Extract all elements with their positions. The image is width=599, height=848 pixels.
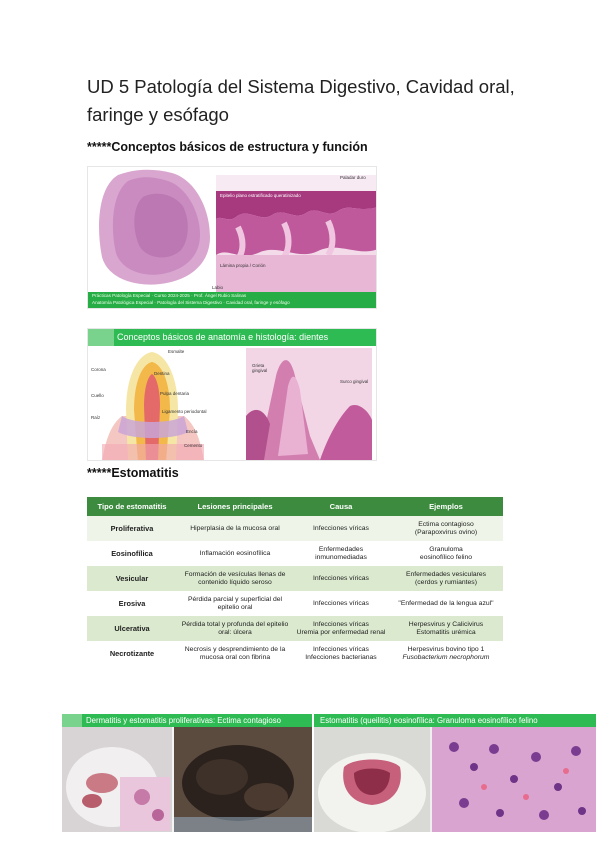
slide2-badge — [88, 329, 114, 346]
cell-lesion: Inflamación eosinofílica — [177, 541, 293, 566]
example-line: Herpesvirus bovino tipo 1 — [407, 645, 485, 653]
section-heading-structure: *****Conceptos básicos de estructura y f… — [87, 140, 368, 154]
eosinophilic-granuloma-slide: Estomatitis (queilitis) eosinofílica: Gr… — [314, 714, 596, 832]
example-line: Fusobacterium necrophorum — [402, 653, 490, 661]
table-row: Ulcerativa Pérdida total y profunda del … — [87, 616, 503, 641]
slide1-footer-line1: Prácticas Patología Especial · Curso 202… — [92, 293, 247, 298]
cause-line: Infecciones víricas — [313, 645, 369, 653]
histology-image — [88, 167, 376, 294]
cell-example: Enfermedades vesiculares(cerdos y rumian… — [389, 566, 503, 591]
example-line: Herpesvirus y Calicivirus — [408, 620, 484, 628]
histology-slide-oral-cavity: Paladar duro Epitelio plano estratificad… — [87, 166, 377, 309]
label-epithelium: Epitelio plano estratificado queratiniza… — [220, 193, 301, 198]
label-lamina-propria: Lámina propia / Corión — [220, 263, 266, 268]
label-pulp: Pulpa dentaria — [160, 391, 190, 396]
table-row: Necrotizante Necrosis y desprendimiento … — [87, 641, 503, 666]
cause-line: Infecciones víricas — [313, 620, 369, 628]
cell-cause: Infecciones víricas — [293, 516, 389, 541]
table-header-row: Tipo de estomatitis Lesiones principales… — [87, 497, 503, 516]
cause-line: Infecciones bacterianas — [305, 653, 377, 661]
example-line: eosinofílico felino — [419, 553, 473, 561]
orf-header: Dermatitis y estomatitis proliferativas:… — [62, 714, 312, 727]
example-line: Ectima contagioso — [418, 520, 474, 528]
cell-type: Necrotizante — [87, 641, 177, 666]
header-type: Tipo de estomatitis — [87, 497, 177, 516]
cell-type: Ulcerativa — [87, 616, 177, 641]
label-root: Raíz — [91, 415, 101, 420]
cell-lesion: Pérdida parcial y superficial del epitel… — [177, 591, 293, 616]
example-line: (cerdos y rumiantes) — [415, 578, 477, 586]
label-neck: Cuello — [91, 393, 104, 398]
example-line: (Parapoxvirus ovino) — [414, 528, 478, 536]
label-gingival-sulcus: Surco gingival — [340, 379, 369, 384]
cell-type: Erosiva — [87, 591, 177, 616]
title-line-1: UD 5 Patología del Sistema Digestivo, Ca… — [87, 76, 515, 97]
header-cause: Causa — [293, 497, 389, 516]
slide1-footer: Prácticas Patología Especial · Curso 202… — [88, 292, 376, 308]
cause-line: Uremia por enfermedad renal — [296, 628, 386, 636]
label-enamel: Esmalte — [168, 349, 185, 354]
label-cement: Cemento — [184, 443, 203, 448]
cell-lesion: Formación de vesículas llenas de conteni… — [177, 566, 293, 591]
example-line: Enfermedades vesiculares — [405, 570, 487, 578]
stomatitis-table: Tipo de estomatitis Lesiones principales… — [87, 497, 503, 666]
granuloma-photos — [314, 727, 596, 832]
header-examples: Ejemplos — [389, 497, 503, 516]
label-crown: Corona — [91, 367, 106, 372]
label-hard-palate: Paladar duro — [340, 175, 366, 180]
example-line: Estomatitis urémica — [416, 628, 476, 636]
cell-lesion: Necrosis y desprendimiento de la mucosa … — [177, 641, 293, 666]
cell-lesion: Pérdida total y profunda del epitelio or… — [177, 616, 293, 641]
label-ligament: Ligamento periodontal — [162, 409, 207, 414]
cell-example: Ectima contagioso(Parapoxvirus ovino) — [389, 516, 503, 541]
teeth-diagram — [88, 346, 376, 460]
section-heading-stomatitis: *****Estomatitis — [87, 466, 179, 480]
cell-cause: Infecciones víricas — [293, 591, 389, 616]
teeth-anatomy-slide: Conceptos básicos de anatomía e histolog… — [87, 328, 377, 461]
orf-slide: Dermatitis y estomatitis proliferativas:… — [62, 714, 312, 832]
label-gum: Encía — [186, 429, 198, 434]
orf-badge — [62, 714, 82, 727]
cell-cause: Enfermedades inmunomediadas — [293, 541, 389, 566]
label-gingival-crevice: Grieta gingival — [252, 363, 268, 373]
cell-cause: Infecciones víricas — [293, 566, 389, 591]
title-line-2: faringe y esófago — [87, 104, 229, 125]
cell-type: Vesicular — [87, 566, 177, 591]
cell-example: "Enfermedad de la lengua azul" — [389, 591, 503, 616]
document-title: UD 5 Patología del Sistema Digestivo, Ca… — [87, 73, 527, 129]
example-line: Granuloma — [429, 545, 463, 553]
label-lip: Labio — [212, 285, 224, 290]
label-dentin: Dentina — [154, 371, 170, 376]
slide1-footer-line2: Anatomía Patológica Especial · Patología… — [92, 299, 290, 305]
cell-type: Proliferativa — [87, 516, 177, 541]
cell-lesion: Hiperplasia de la mucosa oral — [177, 516, 293, 541]
table-row: Proliferativa Hiperplasia de la mucosa o… — [87, 516, 503, 541]
orf-photos — [62, 727, 312, 832]
slide2-header: Conceptos básicos de anatomía e histolog… — [88, 329, 376, 346]
header-lesions: Lesiones principales — [177, 497, 293, 516]
cell-type: Eosinofílica — [87, 541, 177, 566]
table-row: Vesicular Formación de vesículas llenas … — [87, 566, 503, 591]
table-row: Erosiva Pérdida parcial y superficial de… — [87, 591, 503, 616]
table-row: Eosinofílica Inflamación eosinofílica En… — [87, 541, 503, 566]
granuloma-header: Estomatitis (queilitis) eosinofílica: Gr… — [314, 714, 596, 727]
